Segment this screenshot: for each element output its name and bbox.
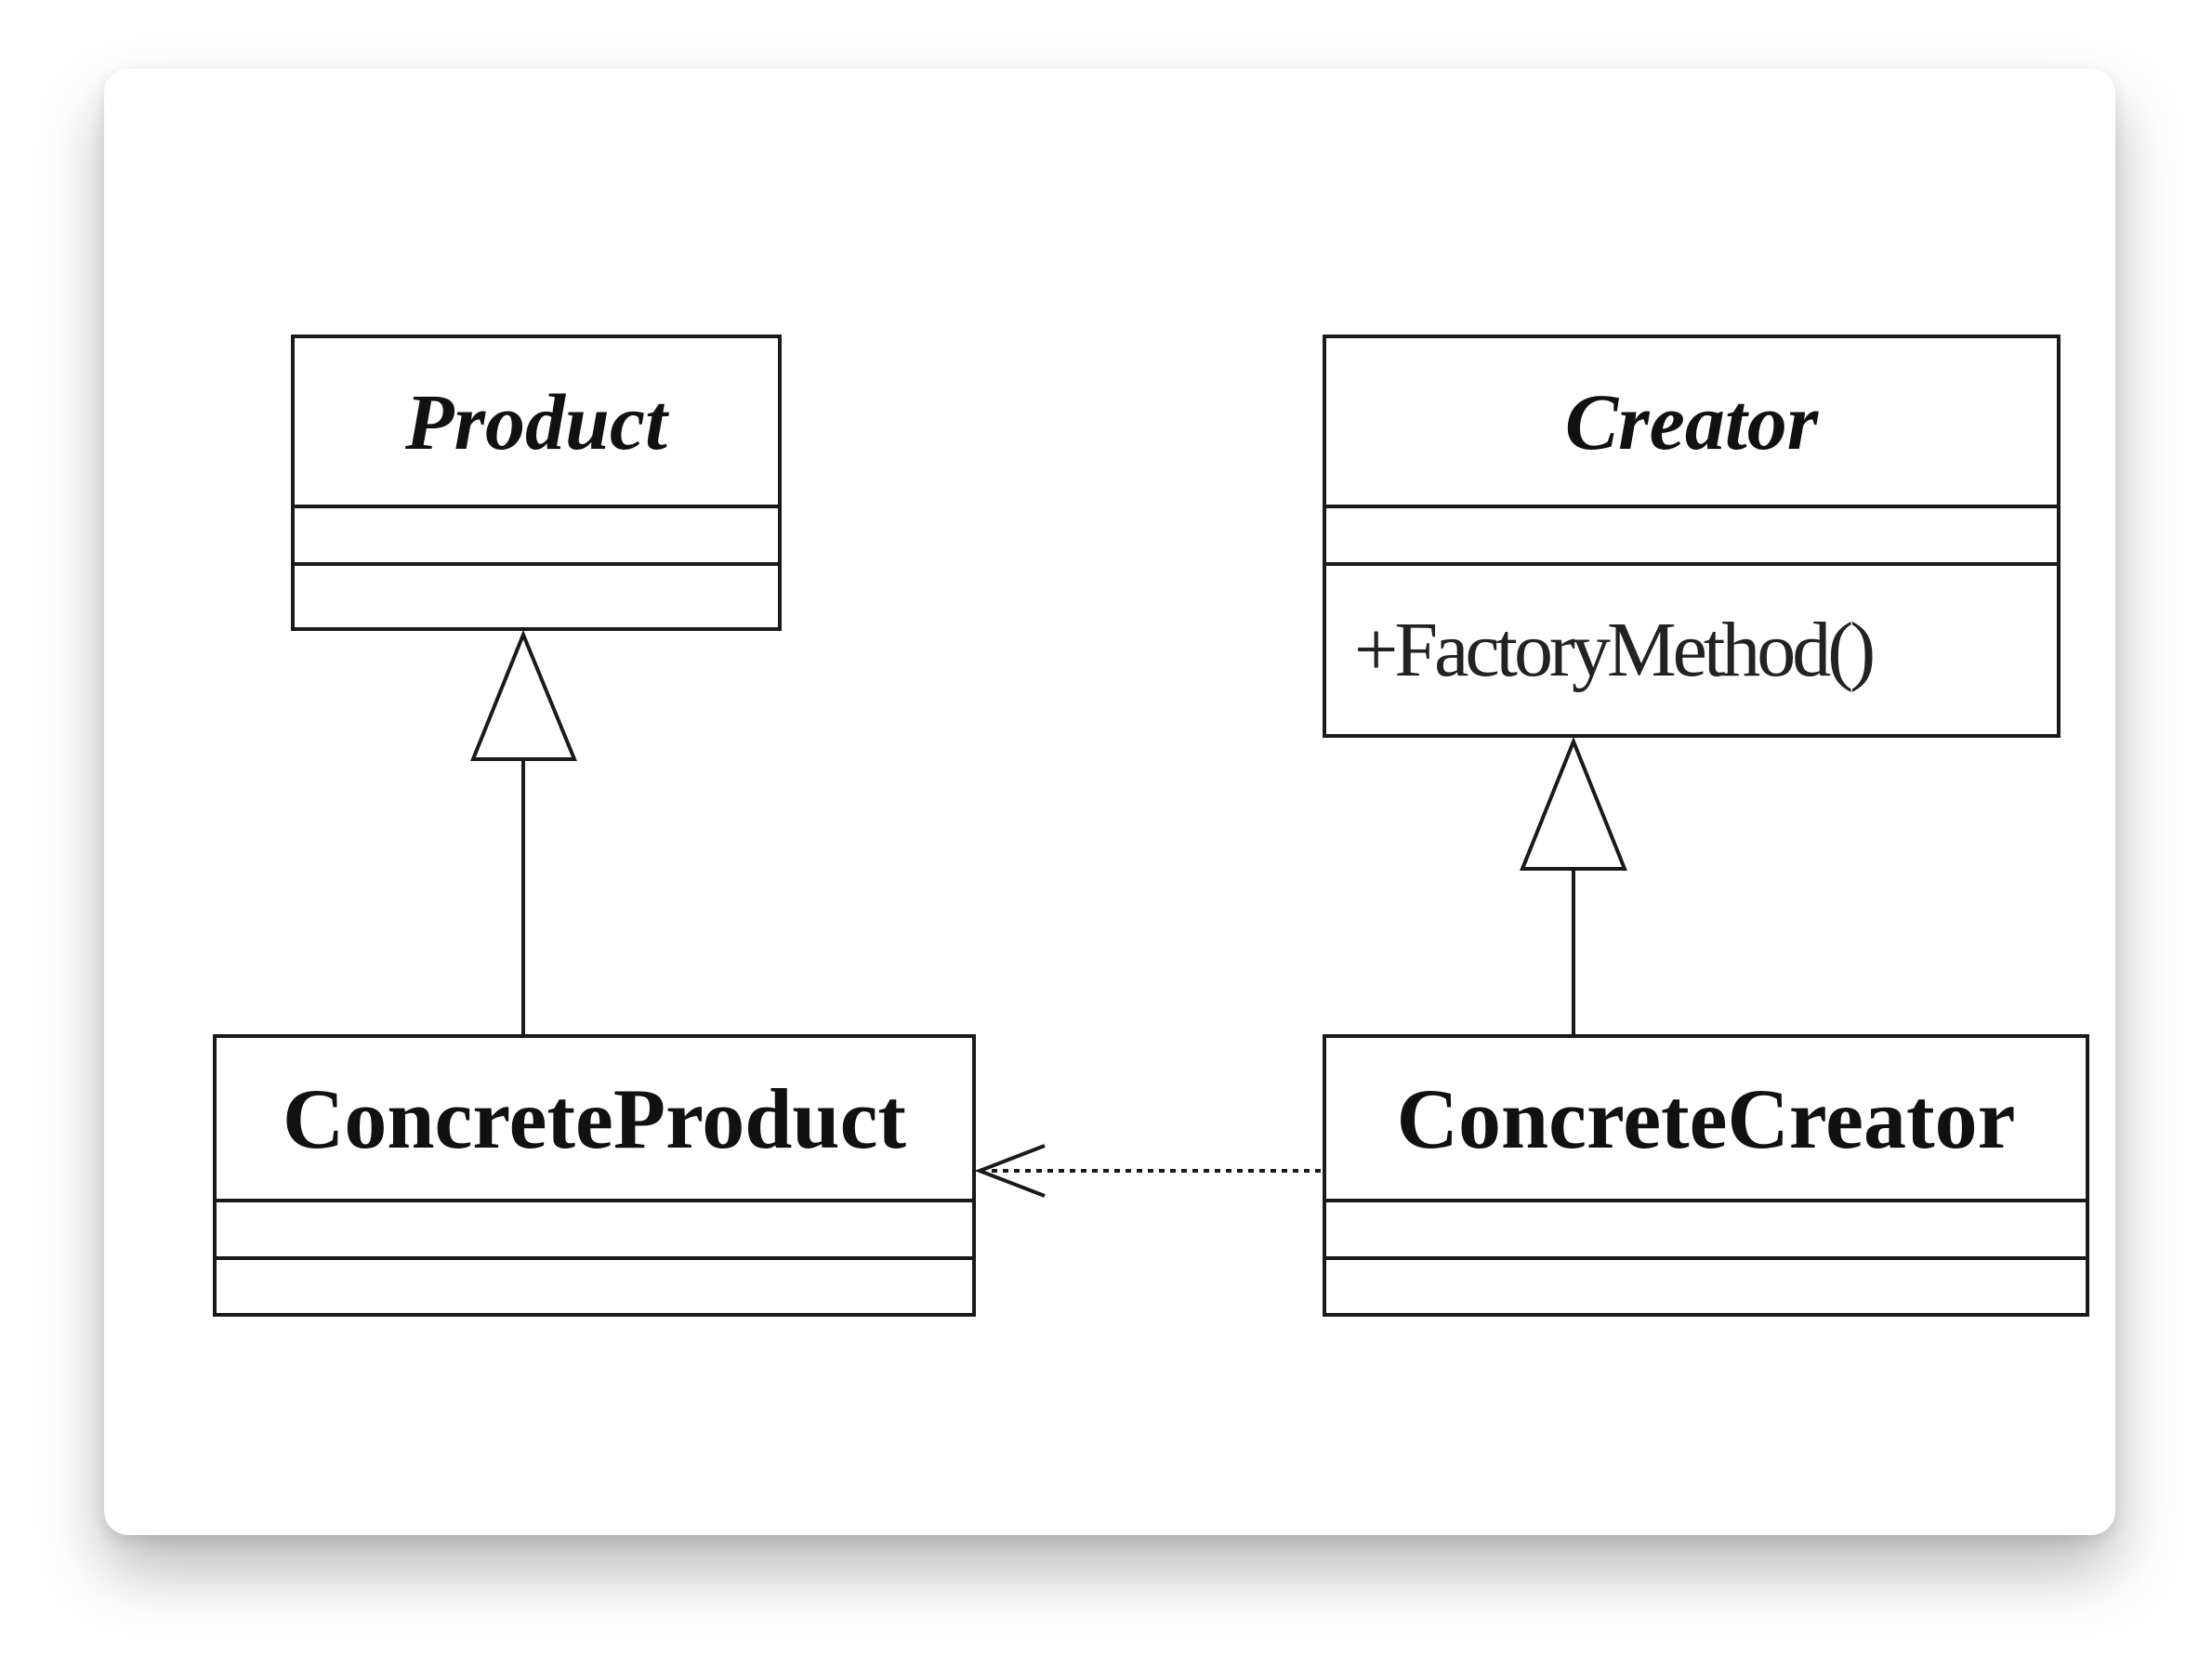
attributes-compartment-concrete-product [217,1202,972,1260]
class-name-creator: Creator [1326,338,2057,508]
operations-compartment-creator: +FactoryMethod() [1326,566,2057,734]
class-name-concrete-product: ConcreteProduct [217,1038,972,1202]
class-name-concrete-creator: ConcreteCreator [1326,1038,2086,1202]
class-creator: Creator +FactoryMethod() [1323,335,2061,738]
operations-compartment-product [295,566,778,627]
class-concrete-product: ConcreteProduct [213,1034,976,1317]
attributes-compartment-product [295,508,778,566]
operations-compartment-concrete-creator [1326,1260,2086,1313]
class-concrete-creator: ConcreteCreator [1323,1034,2089,1317]
class-name-product: Product [295,338,778,508]
class-product: Product [291,335,782,631]
operation-factory-method: +FactoryMethod() [1354,607,1876,693]
operations-compartment-concrete-product [217,1260,972,1313]
attributes-compartment-concrete-creator [1326,1202,2086,1260]
attributes-compartment-creator [1326,508,2057,566]
